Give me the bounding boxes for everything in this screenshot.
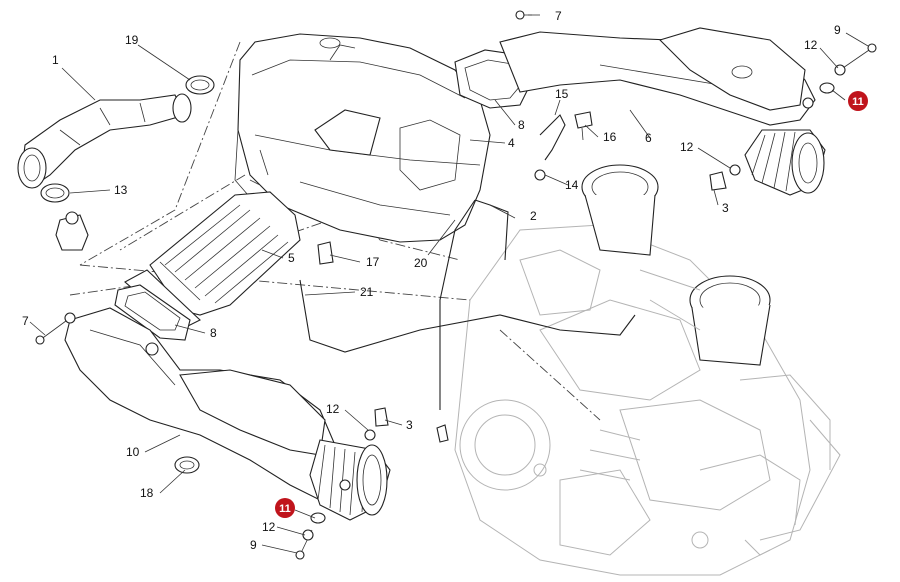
callout-12-left: 12 xyxy=(326,402,340,416)
callout-1: 1 xyxy=(52,53,59,67)
highlight-badge-11-left: 11 xyxy=(275,498,295,518)
airbox xyxy=(234,33,491,243)
callout-15: 15 xyxy=(555,87,569,101)
callout-9-bottom: 9 xyxy=(250,538,257,552)
callout-4: 4 xyxy=(508,136,515,150)
callout-6: 6 xyxy=(645,131,652,145)
leader-lines xyxy=(29,14,869,554)
callout-8-top: 8 xyxy=(518,118,525,132)
callout-17: 17 xyxy=(366,255,380,269)
callout-14: 14 xyxy=(565,178,579,192)
left-intake-duct xyxy=(64,307,391,521)
callout-7-left: 7 xyxy=(22,314,29,328)
callout-8-left: 8 xyxy=(210,326,217,340)
callout-10: 10 xyxy=(126,445,140,459)
badge-11-left-label: 11 xyxy=(279,503,291,515)
hardware xyxy=(35,10,877,560)
callout-13: 13 xyxy=(114,183,128,197)
callout-7-top: 7 xyxy=(555,9,562,23)
right-intake-duct xyxy=(499,27,826,196)
callout-3-left: 3 xyxy=(406,418,413,432)
callout-9-top-right: 9 xyxy=(834,23,841,37)
callout-12-right: 12 xyxy=(680,140,694,154)
callout-16: 16 xyxy=(603,130,617,144)
callout-12-bottom: 12 xyxy=(262,520,276,534)
callout-3-right: 3 xyxy=(722,201,729,215)
engine-ghost xyxy=(454,164,841,576)
callout-21: 21 xyxy=(360,285,374,299)
callout-5: 5 xyxy=(288,251,295,265)
callout-19: 19 xyxy=(125,33,139,47)
highlight-badge-11-right: 11 xyxy=(848,91,868,111)
callout-2: 2 xyxy=(530,209,537,223)
badge-11-right-label: 11 xyxy=(852,96,864,108)
breather-hose xyxy=(17,93,192,189)
callout-12-top-right: 12 xyxy=(804,38,818,52)
callout-labels: 1 19 13 7 8 4 6 15 16 14 2 20 5 17 21 8 … xyxy=(22,9,841,552)
callout-18: 18 xyxy=(140,486,154,500)
callout-20: 20 xyxy=(414,256,428,270)
